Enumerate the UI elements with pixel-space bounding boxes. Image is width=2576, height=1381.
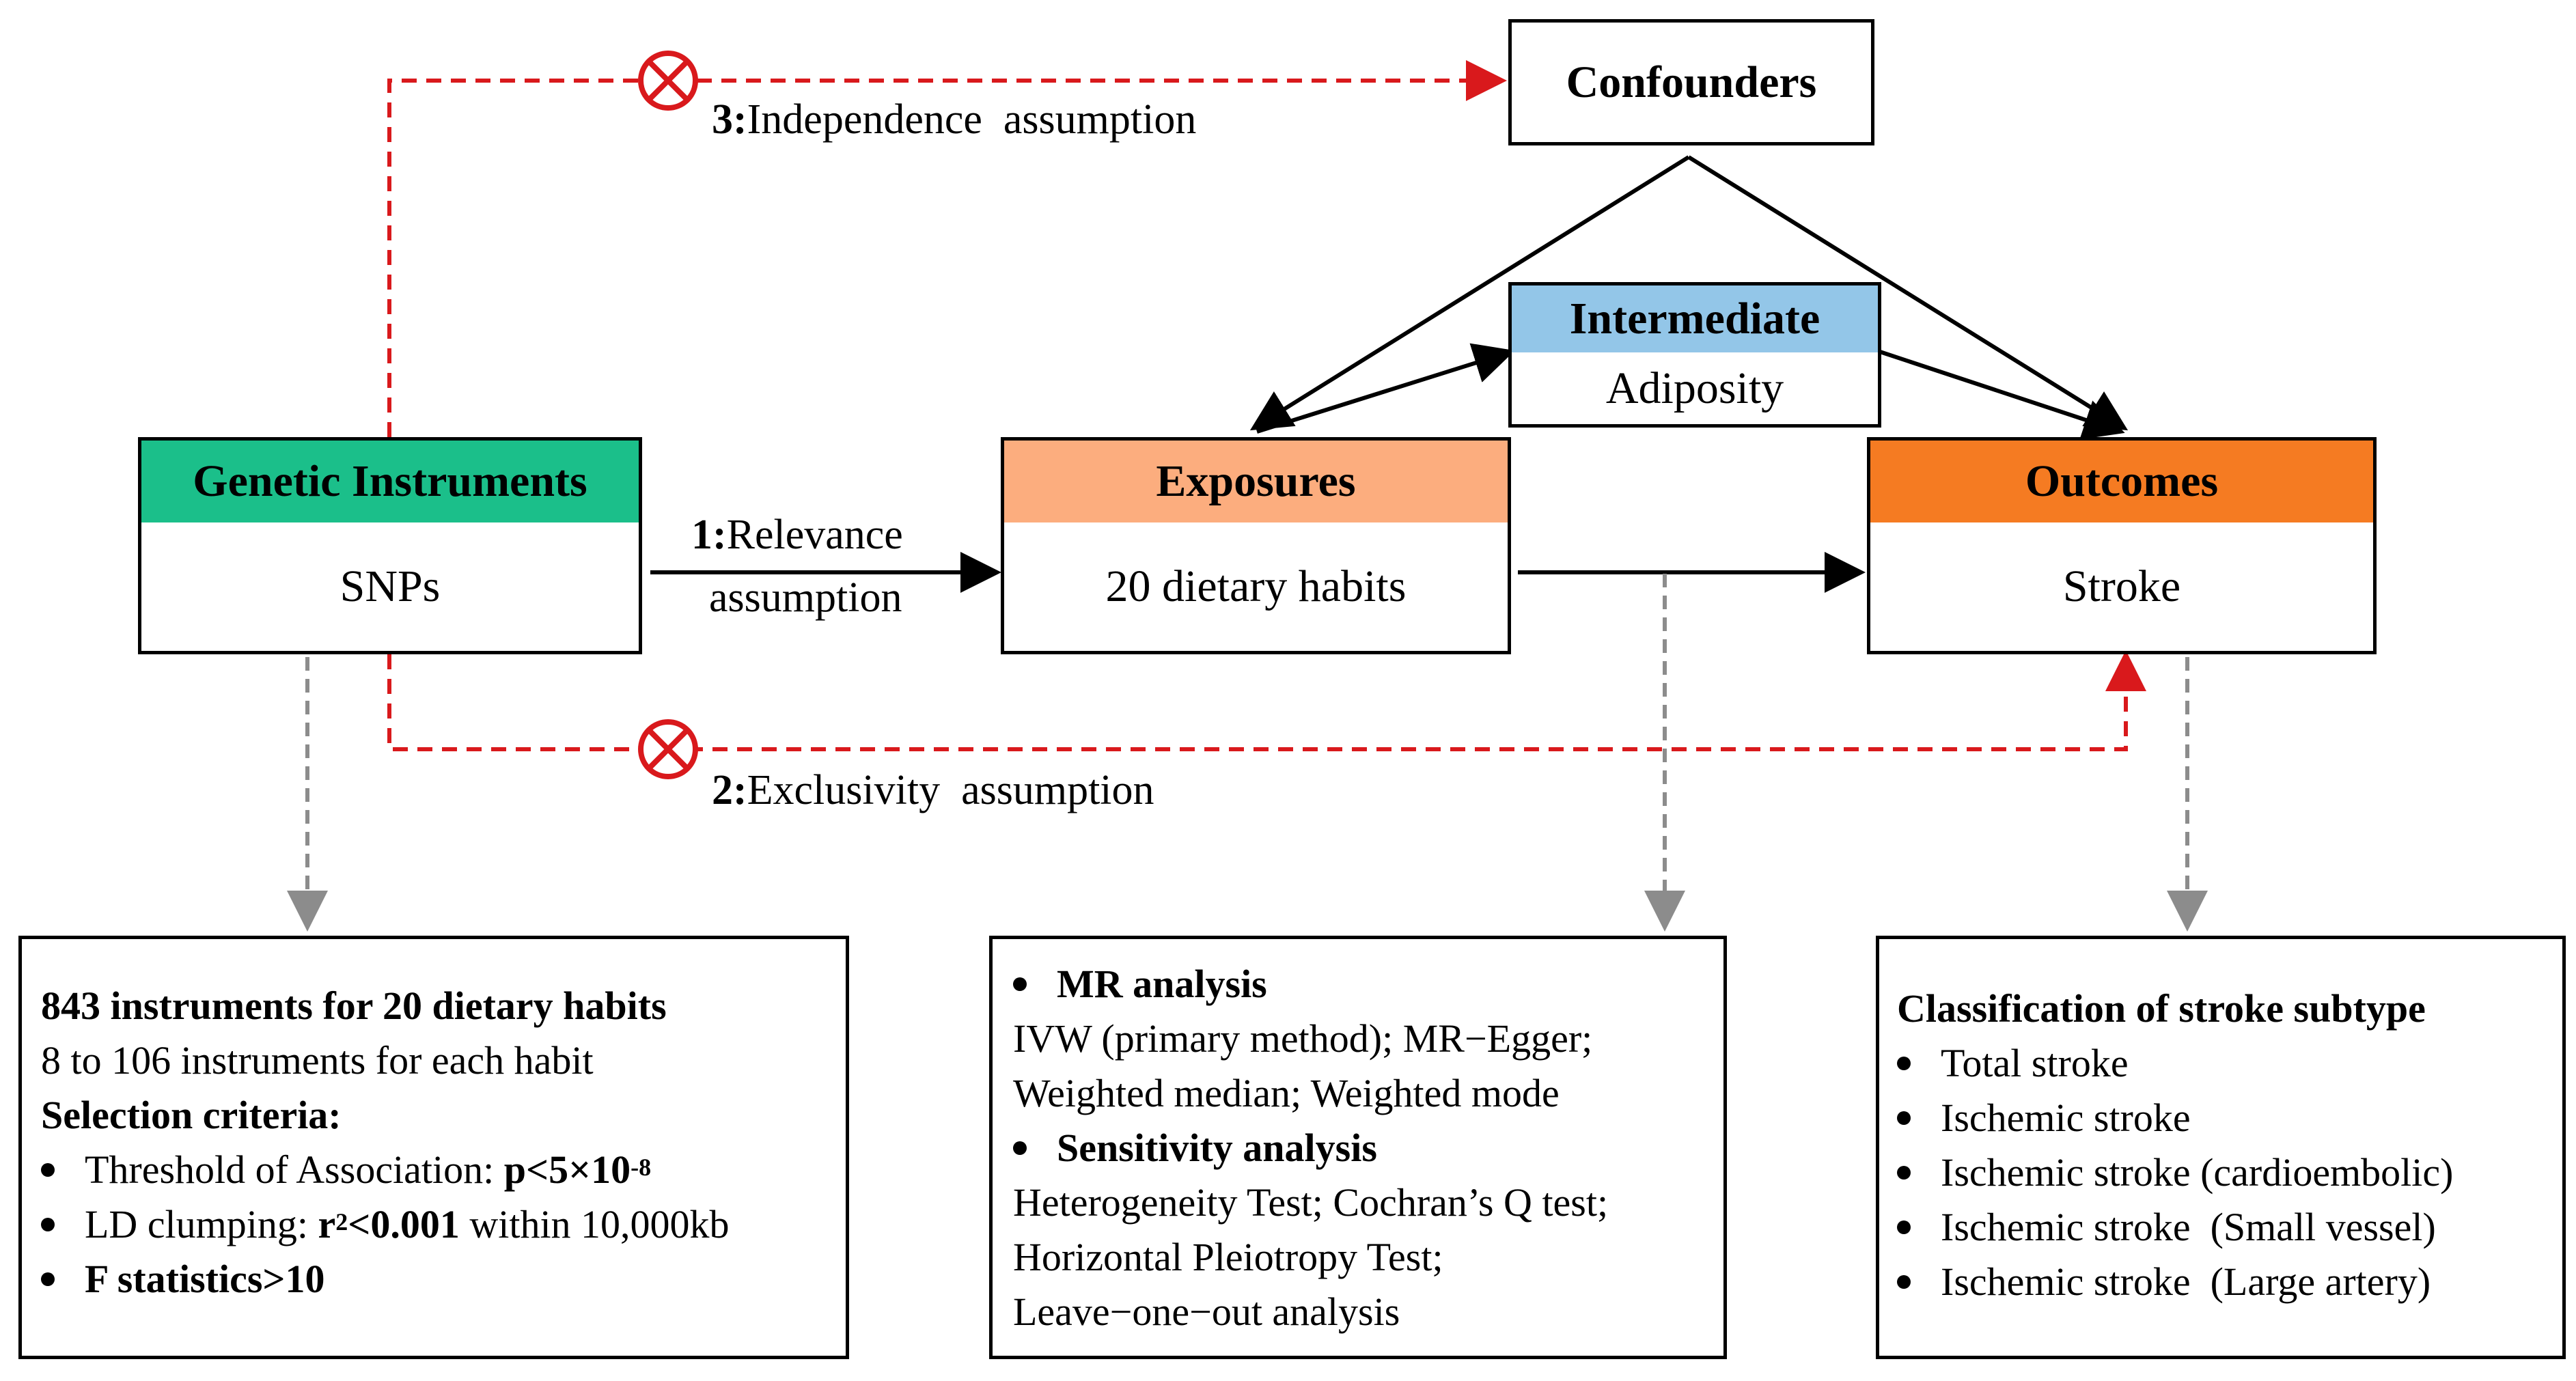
instruments-per-habit: 8 to 106 instruments for each habit: [41, 1038, 594, 1083]
instruments-count: 843 instruments for 20 dietary habits: [41, 984, 667, 1028]
subtype-item-label: Ischemic stroke (cardioembolic): [1941, 1150, 2454, 1195]
exclusivity-assumption-label: 2:Exclusivity assumption: [712, 766, 1154, 815]
bullet-icon: [1897, 1057, 1911, 1070]
bullet-icon: [1897, 1166, 1911, 1180]
exposures-title: Exposures: [1004, 441, 1508, 522]
ld-suffix: within 10,000kb: [459, 1202, 730, 1246]
sensitivity-line-3: Leave−one−out analysis: [1013, 1289, 1400, 1334]
f-statistics-text: F statistics>10: [85, 1257, 325, 1301]
blocked-icon-top: [638, 51, 698, 111]
subtype-item: Ischemic stroke (Small vessel): [1897, 1200, 2562, 1255]
relevance-text-2: assumption: [709, 574, 902, 621]
exclusivity-path: [387, 650, 2146, 751]
exposures-node: Exposures 20 dietary habits: [1001, 437, 1511, 654]
threshold-prefix: Threshold of Association:: [85, 1147, 504, 1192]
relevance-text-1: Relevance: [726, 512, 903, 558]
subtype-item-label: Total stroke: [1941, 1041, 2129, 1085]
bullet-icon: [1897, 1275, 1911, 1289]
outcomes-node: Outcomes Stroke: [1867, 437, 2377, 654]
exclusivity-number: 2:: [712, 767, 747, 813]
relevance-assumption-label-2: assumption: [709, 574, 902, 622]
independence-text: Independence assumption: [747, 96, 1197, 143]
sensitivity-line-2: Horizontal Pleiotropy Test;: [1013, 1235, 1443, 1279]
subtype-item: Ischemic stroke: [1897, 1091, 2562, 1145]
intermediate-node: Intermediate Adiposity: [1508, 282, 1881, 428]
bullet-icon: [1013, 977, 1027, 991]
mr-methods-line-2: Weighted median; Weighted mode: [1013, 1071, 1560, 1115]
ld-threshold: <0.001: [348, 1202, 460, 1246]
subtype-panel: Classification of stroke subtype Total s…: [1876, 936, 2566, 1359]
intermediate-title: Intermediate: [1512, 285, 1878, 352]
mr-methods-line-1: IVW (primary method); MR−Egger;: [1013, 1016, 1593, 1061]
confounders-to-exposures-arrow: [1249, 155, 1690, 431]
genetic-instruments-body: SNPs: [340, 561, 441, 611]
exposures-body: 20 dietary habits: [1105, 561, 1407, 611]
relevance-assumption-label: 1:Relevance: [691, 511, 903, 559]
mr-analysis-heading: MR analysis: [1013, 957, 1723, 1012]
analysis-panel: MR analysis IVW (primary method); MR−Egg…: [989, 936, 1727, 1359]
bullet-icon: [41, 1272, 55, 1286]
bullet-icon: [1897, 1111, 1911, 1125]
threshold-value: p<5×10: [503, 1147, 631, 1192]
exposures-to-intermediate-arrow: [1256, 343, 1515, 434]
intermediate-to-outcomes-arrow: [1879, 350, 2125, 440]
bullet-icon: [41, 1218, 55, 1231]
outcomes-title: Outcomes: [1870, 441, 2373, 522]
ld-r: r: [318, 1202, 336, 1246]
bullet-icon: [41, 1163, 55, 1177]
subtype-item-label: Ischemic stroke (Small vessel): [1941, 1205, 2436, 1249]
bullet-icon: [1013, 1141, 1027, 1155]
sensitivity-line-1: Heterogeneity Test; Cochran’s Q test;: [1013, 1180, 1609, 1225]
blocked-icon-bottom: [638, 719, 698, 779]
independence-number: 3:: [712, 96, 747, 143]
subtype-item-label: Ischemic stroke: [1941, 1096, 2191, 1140]
subtype-item-label: Ischemic stroke (Large artery): [1941, 1259, 2431, 1304]
intermediate-body: Adiposity: [1605, 363, 1784, 413]
independence-assumption-label: 3:Independence assumption: [712, 96, 1196, 144]
genetic-instruments-title: Genetic Instruments: [141, 441, 639, 522]
sensitivity-analysis-text: Sensitivity analysis: [1057, 1126, 1377, 1170]
sensitivity-analysis-heading: Sensitivity analysis: [1013, 1121, 1723, 1175]
selection-criteria-heading: Selection criteria:: [41, 1093, 342, 1137]
exclusivity-text: Exclusivity assumption: [747, 767, 1154, 813]
independence-path: [387, 60, 1507, 437]
confounders-node: Confounders: [1508, 19, 1874, 145]
subtype-title: Classification of stroke subtype: [1897, 986, 2426, 1031]
confounders-title: Confounders: [1566, 57, 1817, 107]
subtype-item: Total stroke: [1897, 1036, 2562, 1091]
subtype-item: Ischemic stroke (cardioembolic): [1897, 1145, 2562, 1200]
subtype-item: Ischemic stroke (Large artery): [1897, 1255, 2562, 1309]
confounders-to-outcomes-arrow: [1687, 155, 2129, 431]
ld-prefix: LD clumping:: [85, 1202, 318, 1246]
instruments-panel: 843 instruments for 20 dietary habits 8 …: [18, 936, 849, 1359]
relevance-number: 1:: [691, 512, 727, 558]
criteria-f-statistics: F statistics>10: [41, 1252, 846, 1307]
criteria-threshold: Threshold of Association: p<5×10-8: [41, 1143, 846, 1197]
outcomes-body: Stroke: [2062, 561, 2181, 611]
genetic-instruments-node: Genetic Instruments SNPs: [138, 437, 642, 654]
bullet-icon: [1897, 1220, 1911, 1234]
mr-analysis-text: MR analysis: [1057, 962, 1267, 1006]
